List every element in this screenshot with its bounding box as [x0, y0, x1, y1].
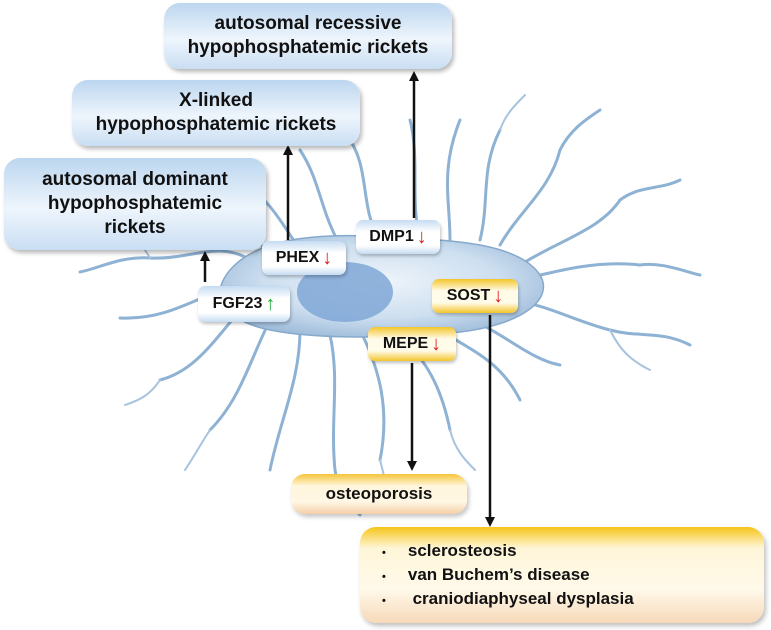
label-ad: autosomal dominant hypophosphatemic rick… [42, 169, 228, 238]
box-autosomal-dominant: autosomal dominant hypophosphatemic rick… [4, 158, 266, 250]
list-item-text: sclerosteosis [407, 541, 517, 561]
bullet-icon: • [382, 571, 386, 584]
gene-dmp1: DMP1 ↓ [356, 220, 440, 254]
gene-mepe: MEPE ↓ [368, 327, 456, 361]
list-item-text: van Buchem’s disease [407, 565, 590, 585]
bullet-icon: • [382, 547, 386, 560]
label-phex: PHEX [275, 249, 320, 266]
label-fgf23: FGF23 [212, 295, 263, 312]
label-mepe: MEPE [382, 335, 429, 352]
green-up-arrow-icon: ↑ [265, 293, 276, 315]
red-down-arrow-icon: ↓ [322, 247, 333, 269]
nucleus [297, 262, 393, 322]
gene-sost: SOST ↓ [432, 279, 518, 313]
list-item: • van Buchem’s disease [382, 563, 590, 587]
red-down-arrow-icon: ↓ [431, 333, 442, 355]
label-dmp1: DMP1 [369, 228, 414, 245]
red-down-arrow-icon: ↓ [416, 226, 427, 248]
label-sost: SOST [446, 287, 491, 304]
red-down-arrow-icon: ↓ [493, 285, 504, 307]
label-xl: X-linked hypophosphatemic rickets [95, 90, 337, 135]
bullet-icon: • [382, 594, 386, 607]
box-x-linked: X-linked hypophosphatemic rickets [72, 80, 360, 146]
gene-fgf23: FGF23 ↑ [198, 286, 290, 322]
label-osteoporosis: osteoporosis [325, 484, 433, 504]
connector-arrows [200, 71, 495, 527]
label-ar: autosomal recessive hypophosphatemic ric… [187, 13, 429, 58]
box-osteoporosis: osteoporosis [291, 474, 467, 514]
list-item-text: craniodiaphyseal dysplasia [407, 588, 634, 608]
gene-phex: PHEX ↓ [262, 241, 346, 275]
list-item: • sclerosteosis [382, 539, 517, 563]
box-autosomal-recessive: autosomal recessive hypophosphatemic ric… [164, 3, 452, 69]
box-sclerosing-disorders: • sclerosteosis • van Buchem’s disease •… [360, 527, 764, 623]
list-item: • craniodiaphyseal dysplasia [382, 587, 634, 611]
